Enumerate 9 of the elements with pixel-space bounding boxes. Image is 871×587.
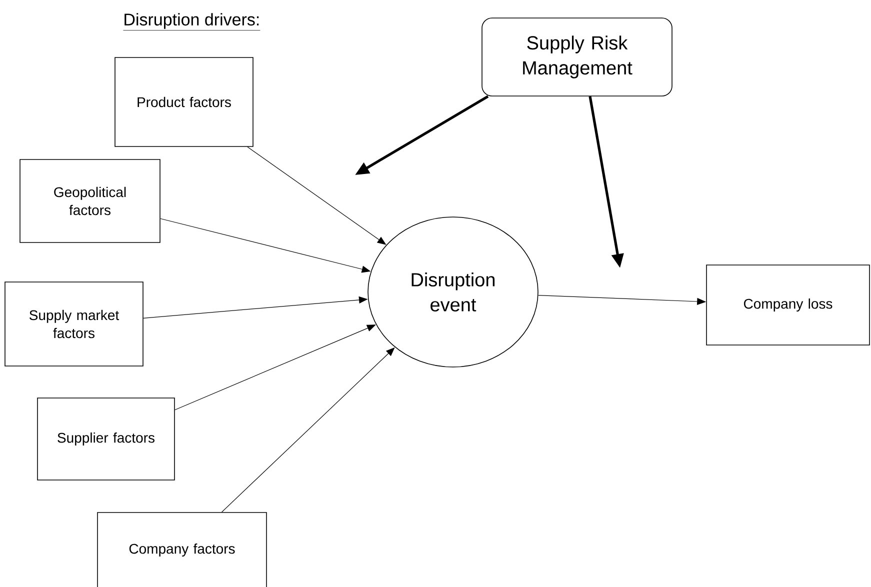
- heading: Disruption drivers:: [123, 13, 260, 31]
- factor-box: Product factors: [114, 57, 254, 147]
- management-box: Supply Risk Management: [482, 18, 672, 96]
- factor-box: Supply market factors: [4, 282, 144, 366]
- factor-box: Geopolitical factors: [20, 159, 160, 243]
- factor-box: Company loss: [706, 264, 870, 346]
- factor-box: Company factors: [97, 512, 267, 587]
- arrow: [174, 324, 376, 410]
- factor-box: Supplier factors: [37, 398, 175, 480]
